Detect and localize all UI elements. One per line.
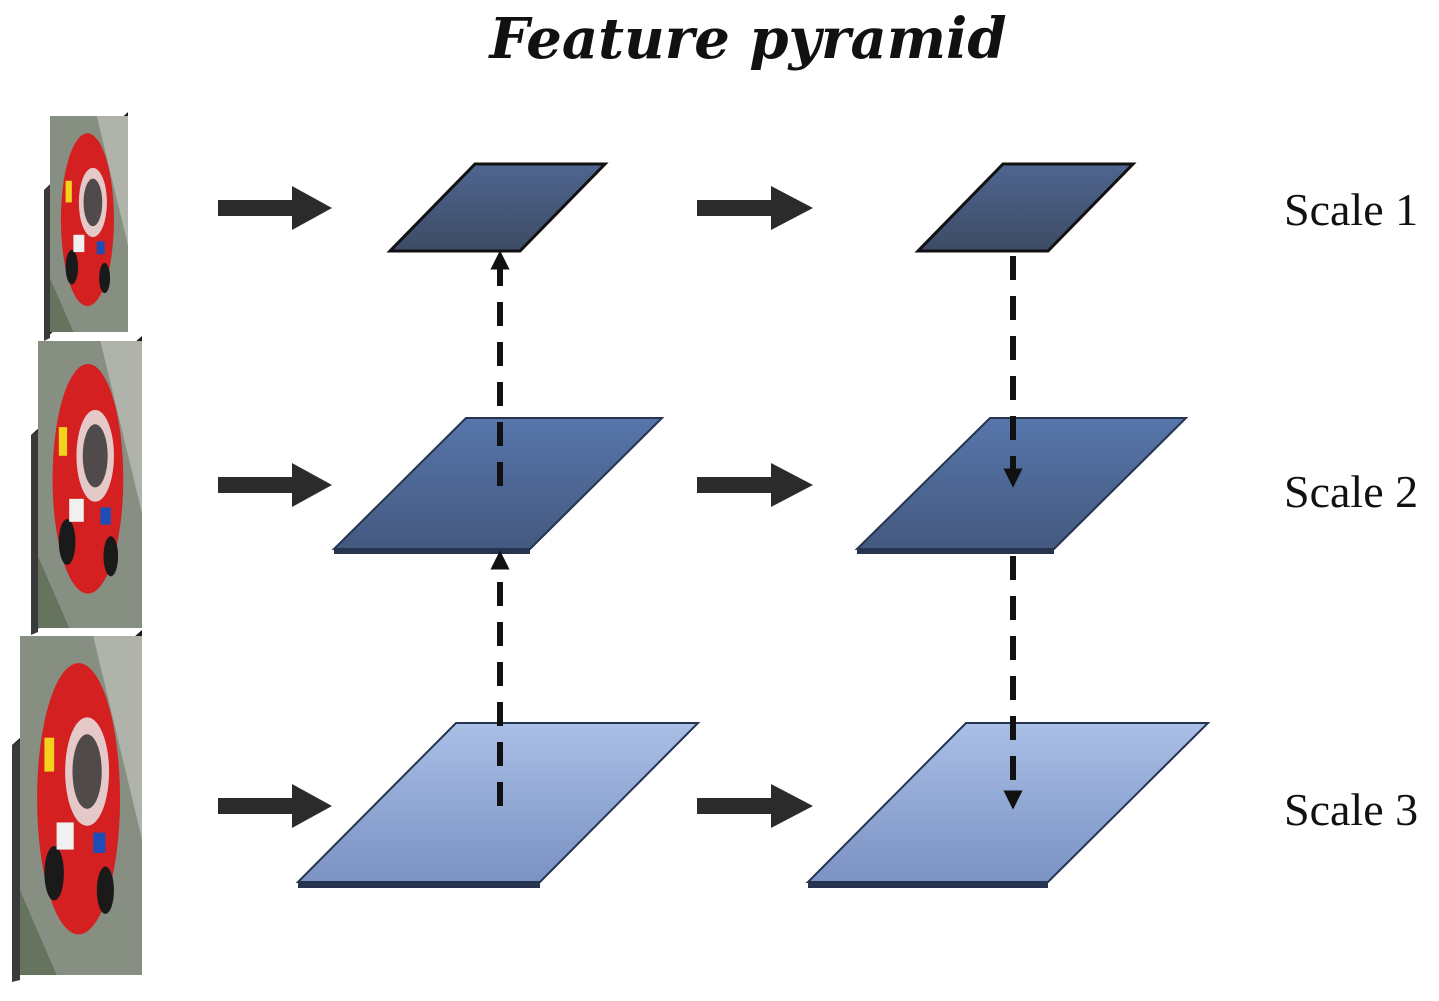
input-image-scale-2 [31, 336, 142, 635]
arrow-right-icon [697, 784, 813, 828]
arrow-right-icon [218, 463, 332, 507]
arrow-right-icon [218, 186, 332, 230]
feature-plane-left-scale-1 [386, 162, 609, 253]
feature-plane-right-scale-3 [805, 722, 1211, 888]
scale-label-3: Scale 3 [1284, 784, 1418, 835]
scale-label-1: Scale 1 [1284, 184, 1418, 235]
feature-plane-right-scale-1 [914, 162, 1137, 253]
arrow-right-icon [218, 784, 332, 828]
diagram-title: Feature pyramid [488, 6, 1007, 72]
input-image-scale-1 [44, 112, 128, 341]
arrow-right-icon [697, 186, 813, 230]
input-image-scale-3 [12, 630, 142, 982]
feature-plane-right-scale-2 [854, 417, 1189, 554]
arrow-right-icon [697, 463, 813, 507]
scale-label-2: Scale 2 [1284, 466, 1418, 517]
